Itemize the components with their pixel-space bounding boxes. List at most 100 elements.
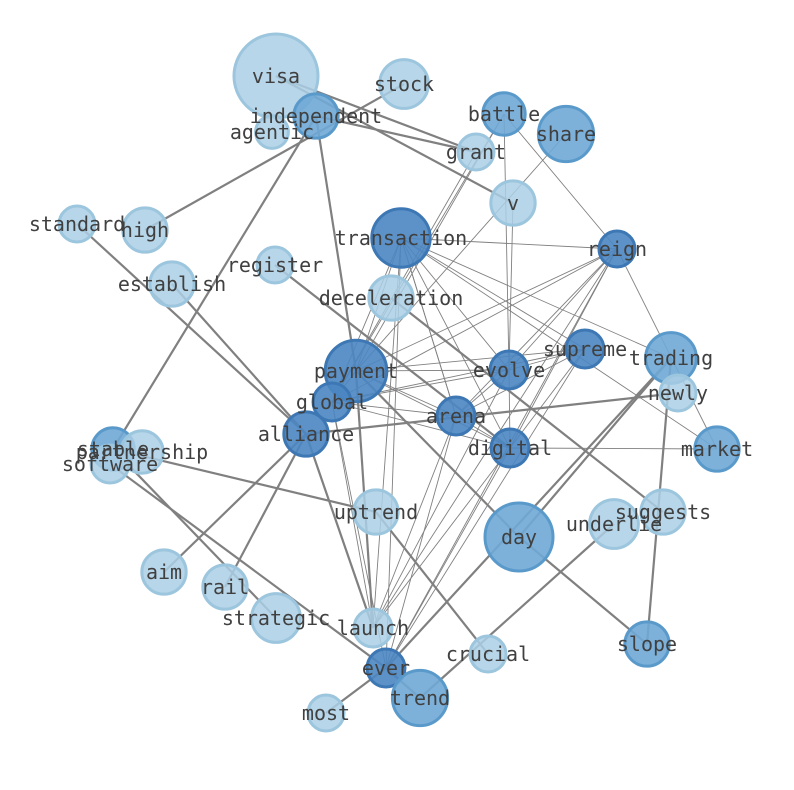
edge-establish-alliance <box>171 283 307 435</box>
edge-reign-payment <box>355 248 618 372</box>
edge-transaction-market <box>400 237 718 450</box>
edge-underlie-trend <box>419 523 615 699</box>
node-evolve <box>488 349 530 391</box>
node-label-underlie: underlie <box>566 512 662 536</box>
edge-supreme-digital <box>509 348 586 449</box>
node-independent <box>292 92 340 140</box>
node-label-reign: reign <box>587 237 647 261</box>
node-label-strategic: strategic <box>222 606 330 630</box>
node-label-global: global <box>296 390 368 414</box>
edge-software-ever <box>109 463 387 669</box>
node-label-ever: ever <box>362 656 410 680</box>
node-newly <box>658 373 698 413</box>
edge-global-digital <box>331 401 511 449</box>
node-label-visa: visa <box>252 64 300 88</box>
node-crucial <box>468 634 508 674</box>
edge-transaction-trading <box>400 237 672 359</box>
node-label-launch: launch <box>337 616 409 640</box>
node-label-register: register <box>227 253 323 277</box>
node-slope <box>623 620 671 668</box>
graph-edges <box>76 74 718 714</box>
edge-uptrend-crucial <box>375 511 489 655</box>
node-supreme <box>564 328 606 370</box>
node-suggests <box>639 488 687 536</box>
edge-digital-launch <box>372 447 511 629</box>
edge-independent-payment <box>314 115 358 372</box>
edge-battle-evolve <box>503 113 510 371</box>
edge-trading-day <box>518 357 672 538</box>
node-battle <box>481 91 527 137</box>
edge-v-evolve <box>508 202 514 371</box>
node-label-v: v <box>507 191 519 215</box>
edge-supreme-payment <box>355 348 586 372</box>
node-label-market: market <box>681 437 753 461</box>
node-market <box>693 425 741 473</box>
node-establish <box>148 260 196 308</box>
edge-supreme-ever <box>385 348 586 669</box>
node-digital <box>489 427 531 469</box>
edge-transaction-arena <box>400 237 457 417</box>
node-label-standard: standard <box>29 212 125 236</box>
node-reign <box>597 229 637 269</box>
node-day <box>483 501 555 573</box>
node-label-software: software <box>62 452 158 476</box>
node-software <box>89 443 131 485</box>
node-label-suggests: suggests <box>615 500 711 524</box>
node-label-agentic: agentic <box>230 120 314 144</box>
edge-arena-launch <box>372 415 457 629</box>
node-label-day: day <box>501 525 537 549</box>
node-most <box>306 693 346 733</box>
node-trend <box>390 668 450 728</box>
edge-digital-market <box>509 447 718 450</box>
edge-transaction-reign <box>400 237 618 250</box>
node-label-digital: digital <box>468 436 552 460</box>
node-strategic <box>250 592 302 644</box>
node-label-rail: rail <box>201 575 249 599</box>
edge-arena-ever <box>385 415 457 669</box>
node-label-high: high <box>121 218 169 242</box>
node-ever <box>365 647 407 689</box>
node-v <box>489 179 537 227</box>
node-label-crucial: crucial <box>446 642 530 666</box>
node-label-grant: grant <box>446 140 506 164</box>
node-label-uptrend: uptrend <box>334 500 418 524</box>
node-label-transaction: transaction <box>335 226 467 250</box>
node-deceleration <box>367 274 415 322</box>
node-label-deceleration: deceleration <box>319 286 464 310</box>
node-agentic <box>254 114 290 150</box>
edge-payment-day <box>355 370 520 538</box>
node-label-stable: stable <box>77 437 149 461</box>
node-stock <box>378 58 430 110</box>
edge-global-launch <box>331 401 374 629</box>
node-standard <box>57 204 97 244</box>
node-label-supreme: supreme <box>543 337 627 361</box>
node-label-payment: payment <box>314 359 398 383</box>
node-label-battle: battle <box>468 102 540 126</box>
edge-digital-ever <box>385 447 511 669</box>
node-label-arena: arena <box>426 404 486 428</box>
node-underlie <box>588 498 640 550</box>
node-label-independent: independent <box>250 104 382 128</box>
edge-evolve-launch <box>372 369 510 629</box>
node-label-evolve: evolve <box>473 358 545 382</box>
node-label-aim: aim <box>146 560 182 584</box>
edge-stock-high <box>144 83 405 231</box>
edge-reign-evolve <box>508 248 618 371</box>
node-uptrend <box>352 488 400 536</box>
edge-stable-strategic <box>112 448 277 619</box>
node-alliance <box>282 410 330 458</box>
node-arena <box>435 395 477 437</box>
edge-independent-stable <box>112 115 317 450</box>
node-aim <box>140 548 188 596</box>
node-high <box>121 206 169 254</box>
edge-standard-alliance <box>76 223 307 435</box>
node-label-alliance: alliance <box>258 422 354 446</box>
edge-transaction-digital <box>400 237 511 449</box>
edge-reign-arena <box>455 248 618 417</box>
node-grant <box>456 132 496 172</box>
edge-transaction-supreme <box>400 237 586 350</box>
node-label-trend: trend <box>390 686 450 710</box>
edge-alliance-launch <box>304 433 375 629</box>
